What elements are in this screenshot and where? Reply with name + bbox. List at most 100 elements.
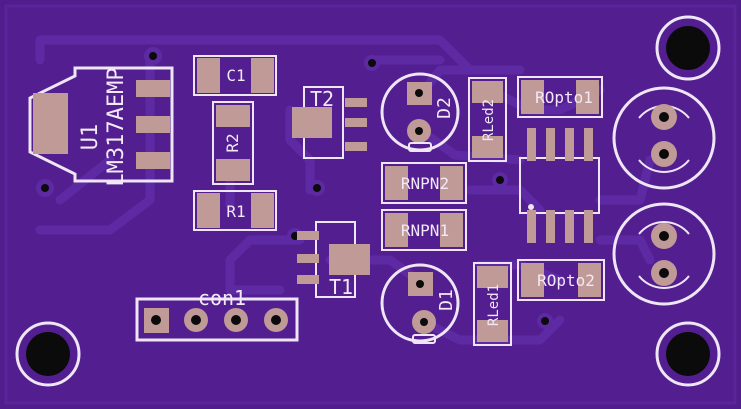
sensor-bottom-arc — [638, 275, 690, 289]
u1-pin-pad — [136, 116, 170, 133]
u1-tab-pad — [33, 93, 68, 154]
c1-outline — [193, 55, 277, 96]
component-rled1: RLed1 — [473, 262, 512, 346]
d1-label: D1 — [436, 289, 457, 311]
ropto2-pad — [578, 263, 601, 297]
t2-pin-pad — [345, 98, 367, 107]
r1-pad — [251, 193, 274, 228]
d1-cathode-mark — [412, 334, 436, 344]
d1-hole — [416, 280, 424, 288]
rled1-outline — [473, 262, 512, 346]
via-hole — [41, 184, 49, 192]
t2-body-pad — [292, 107, 332, 138]
component-t2: T2 — [292, 86, 367, 159]
component-u1: U1 LM317AEMP — [28, 66, 174, 187]
rled2-outline — [468, 77, 507, 162]
mounting-hole-bottom-left-pad — [26, 332, 70, 376]
t2-pin-pad — [345, 142, 367, 151]
r1-outline — [193, 190, 277, 231]
r1-pad — [197, 193, 220, 228]
via-hole — [149, 52, 157, 60]
d2-hole — [415, 89, 423, 97]
rnpn1-label: RNPN1 — [401, 221, 449, 240]
opto-pads-top — [527, 128, 593, 161]
r2-pad — [216, 105, 250, 127]
component-ropto1: ROpto1 — [517, 76, 603, 118]
sensor-top-outline — [612, 86, 716, 190]
rled2-pad — [472, 136, 503, 158]
ropto1-outline — [517, 76, 603, 118]
r1-label: R1 — [226, 202, 245, 221]
t2-pin-pad — [345, 118, 367, 127]
u1-pin-pad — [136, 80, 170, 97]
via-hole — [313, 184, 321, 192]
u1-ref-label: U1 — [78, 124, 103, 151]
ropto2-pad — [521, 263, 544, 297]
ropto1-pad — [576, 80, 599, 114]
component-rnpn1: RNPN1 — [381, 209, 467, 251]
con1-outline — [135, 297, 299, 342]
con1-label: con1 — [198, 286, 246, 310]
mounting-hole-top-right-pad — [666, 26, 710, 70]
mounting-hole-bottom-right-pad — [666, 332, 710, 376]
con1-hole — [151, 315, 161, 325]
ropto1-label: ROpto1 — [535, 88, 593, 107]
t1-pin-pad — [297, 275, 319, 284]
component-sensor-top — [612, 86, 716, 190]
opto-pin1-dot — [528, 204, 534, 210]
rled1-pad — [477, 266, 508, 288]
component-r1: R1 — [193, 190, 277, 231]
component-d1: D1 — [380, 263, 460, 344]
sensor-top-hole — [659, 149, 669, 159]
d2-cathode-mark — [408, 142, 432, 152]
rled2-label: RLed2 — [481, 99, 497, 141]
component-optocoupler — [519, 128, 600, 243]
rled2-pad — [472, 81, 503, 103]
t1-body-pad — [329, 244, 370, 275]
opto-pads-bottom — [527, 210, 593, 243]
mounting-hole-bottom-left — [15, 321, 81, 387]
c1-pad — [251, 58, 274, 93]
component-t1: T1 — [297, 221, 370, 299]
ropto1-pad — [521, 80, 544, 114]
component-sensor-bottom — [612, 202, 716, 306]
sensor-bottom-hole — [659, 231, 669, 241]
rnpn2-outline — [381, 162, 467, 204]
component-rnpn2: RNPN2 — [381, 162, 467, 204]
rnpn2-label: RNPN2 — [401, 174, 449, 193]
ropto2-outline — [517, 259, 605, 301]
rnpn2-pad — [385, 166, 408, 200]
sensor-top-hole — [659, 112, 669, 122]
via-hole — [368, 59, 376, 67]
via-hole — [496, 176, 504, 184]
sensor-bottom-outline — [612, 202, 716, 306]
con1-hole — [231, 315, 241, 325]
t1-pin-pad — [297, 231, 319, 240]
mounting-holes — [15, 15, 721, 387]
rnpn1-outline — [381, 209, 467, 251]
opto-outline — [519, 157, 600, 214]
via-hole — [541, 317, 549, 325]
sensor-bottom-hole — [659, 268, 669, 278]
component-r2: R2 — [212, 101, 254, 185]
u1-outline — [28, 66, 174, 183]
sensor-top-arc — [638, 159, 690, 173]
r2-label: R2 — [223, 133, 242, 152]
d1-hole — [420, 318, 428, 326]
sensor-bottom-arc — [638, 221, 690, 235]
u1-pin-pad — [136, 152, 170, 169]
component-c1: C1 — [193, 55, 277, 96]
component-con1: con1 — [135, 286, 299, 342]
d2-hole — [415, 127, 423, 135]
r2-pad — [216, 159, 250, 181]
c1-pad — [197, 58, 220, 93]
t2-label: T2 — [310, 87, 334, 111]
rled1-pad — [477, 320, 508, 342]
rled1-label: RLed1 — [486, 284, 502, 326]
rnpn1-pad — [440, 213, 463, 247]
c1-label: C1 — [226, 66, 245, 85]
con1-hole — [271, 315, 281, 325]
component-ropto2: ROpto2 — [517, 259, 605, 301]
d1-outline — [380, 263, 460, 343]
